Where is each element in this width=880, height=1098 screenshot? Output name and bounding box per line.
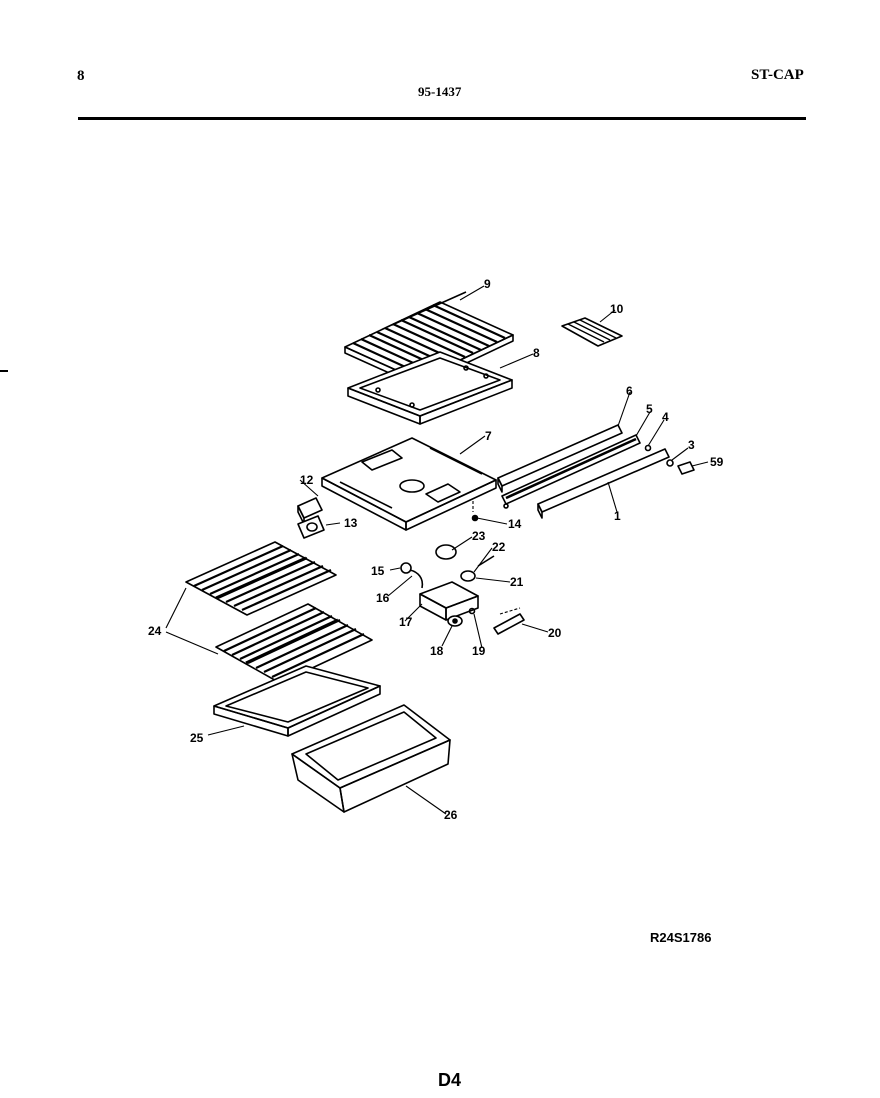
- part-1-rail: [537, 448, 670, 519]
- part-4-washer: [644, 444, 652, 452]
- callout-20: 20: [548, 626, 562, 640]
- callout-7: 7: [485, 429, 492, 443]
- part-3-washer: [666, 459, 674, 467]
- callout-6: 6: [626, 384, 633, 398]
- callout-26: 26: [444, 808, 458, 822]
- part-17-box: [419, 581, 479, 621]
- callout-24: 24: [148, 624, 162, 638]
- part-25-crisper-cover: [213, 665, 381, 737]
- model-code: ST-CAP: [751, 67, 804, 83]
- page-number: 8: [77, 68, 85, 84]
- part-21-knob: [460, 555, 495, 582]
- part-5-rail: [501, 434, 641, 509]
- callout-5: 5: [646, 402, 653, 416]
- document-number: 95-1437: [418, 84, 462, 99]
- part-10-grille: [561, 317, 623, 347]
- callout-9: 9: [484, 277, 491, 291]
- part-6-rail: [497, 424, 623, 493]
- part-14-screw: [471, 514, 479, 522]
- callout-21: 21: [510, 575, 524, 589]
- callout-25: 25: [190, 731, 204, 745]
- part-7-control-shelf: [321, 437, 497, 531]
- part-13-bracket: [297, 515, 325, 539]
- callout-1: 1: [614, 509, 621, 523]
- callout-3: 3: [688, 438, 695, 452]
- part-8-shelf-frame: [347, 351, 513, 425]
- callout-22: 22: [492, 540, 506, 554]
- part-24-wire-shelf-upper: [185, 541, 337, 616]
- part-15-wire: [400, 562, 424, 589]
- callout-15: 15: [371, 564, 385, 578]
- callout-10: 10: [610, 302, 624, 316]
- callout-59: 59: [710, 455, 724, 469]
- page-code: D4: [438, 1070, 462, 1090]
- callout-14: 14: [508, 517, 522, 531]
- callout-4: 4: [662, 410, 669, 424]
- callout-17: 17: [399, 615, 413, 629]
- part-59-screw: [677, 461, 695, 475]
- callout-13: 13: [344, 516, 358, 530]
- callout-12: 12: [300, 473, 314, 487]
- reference-code: R24S1786: [650, 930, 712, 945]
- header-rule: [78, 117, 806, 120]
- callout-23: 23: [472, 529, 486, 543]
- part-20-rod: [493, 613, 525, 635]
- part-23-cover: [435, 544, 457, 560]
- part-18-washer: [447, 615, 463, 627]
- part-24-wire-shelf-lower: [215, 603, 373, 684]
- part-26-crisper-drawer: [291, 704, 451, 813]
- callout-18: 18: [430, 644, 444, 658]
- left-edge-mark: [0, 370, 8, 372]
- part-19-screw: [468, 607, 476, 615]
- callout-8: 8: [533, 346, 540, 360]
- callout-19: 19: [472, 644, 486, 658]
- callout-16: 16: [376, 591, 390, 605]
